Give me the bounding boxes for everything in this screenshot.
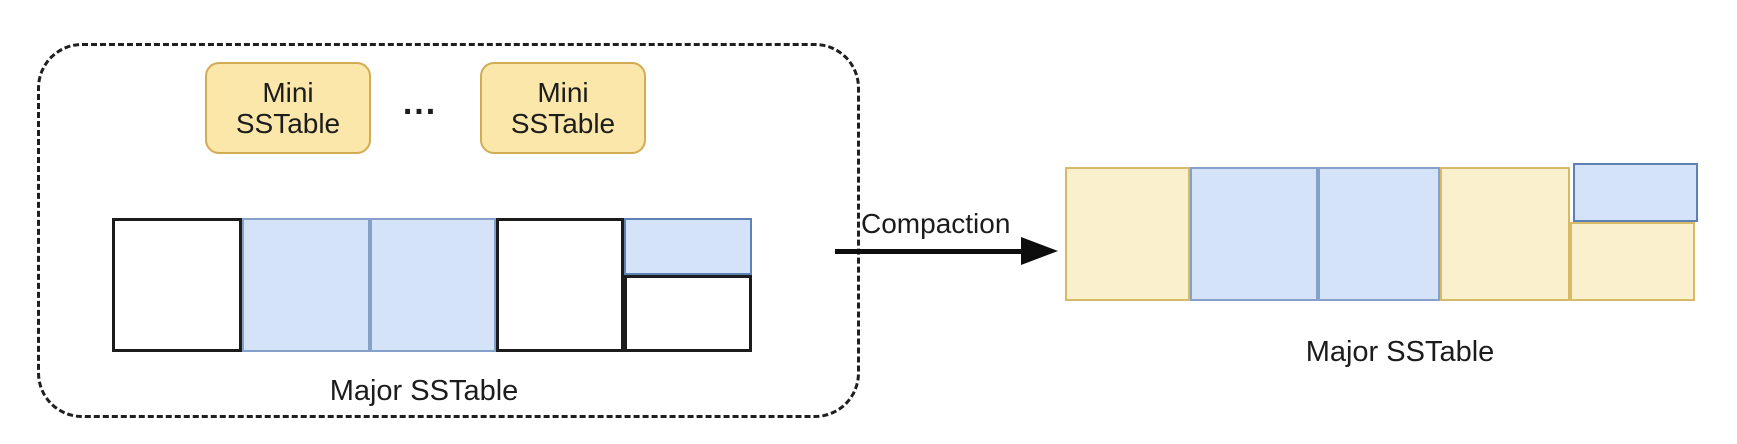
major-sstable-label-after: Major SSTable <box>1305 336 1495 368</box>
mini-sstable-box-1: Mini SSTable <box>205 62 371 154</box>
sstable-segment-yellow <box>1440 167 1570 301</box>
sstable-segment-blue <box>1190 167 1318 301</box>
compaction-arrow-line <box>835 249 1023 254</box>
sstable-segment-blue <box>242 218 370 352</box>
sstable-segment-blue-top <box>624 218 752 275</box>
sstable-segment-white-bottom <box>624 275 752 352</box>
major-sstable-blocks-after <box>1065 163 1698 301</box>
sstable-segment-yellow-bottom <box>1570 222 1695 301</box>
compaction-arrow-label: Compaction <box>861 208 1011 239</box>
mini-sstable-group-outline <box>37 43 860 418</box>
major-sstable-blocks-before <box>112 218 752 352</box>
sstable-segment-white <box>496 218 624 352</box>
compaction-arrow-head <box>1021 237 1058 265</box>
ellipsis-dots: ... <box>402 84 438 122</box>
sstable-segment-yellow <box>1065 167 1190 301</box>
sstable-segment-blue <box>1318 167 1440 301</box>
major-sstable-label-before: Major SSTable <box>329 375 519 407</box>
mini-sstable-box-2: Mini SSTable <box>480 62 646 154</box>
sstable-segment-white <box>112 218 242 352</box>
sstable-segment-blue <box>370 218 496 352</box>
sstable-segment-blue-top <box>1573 163 1698 222</box>
